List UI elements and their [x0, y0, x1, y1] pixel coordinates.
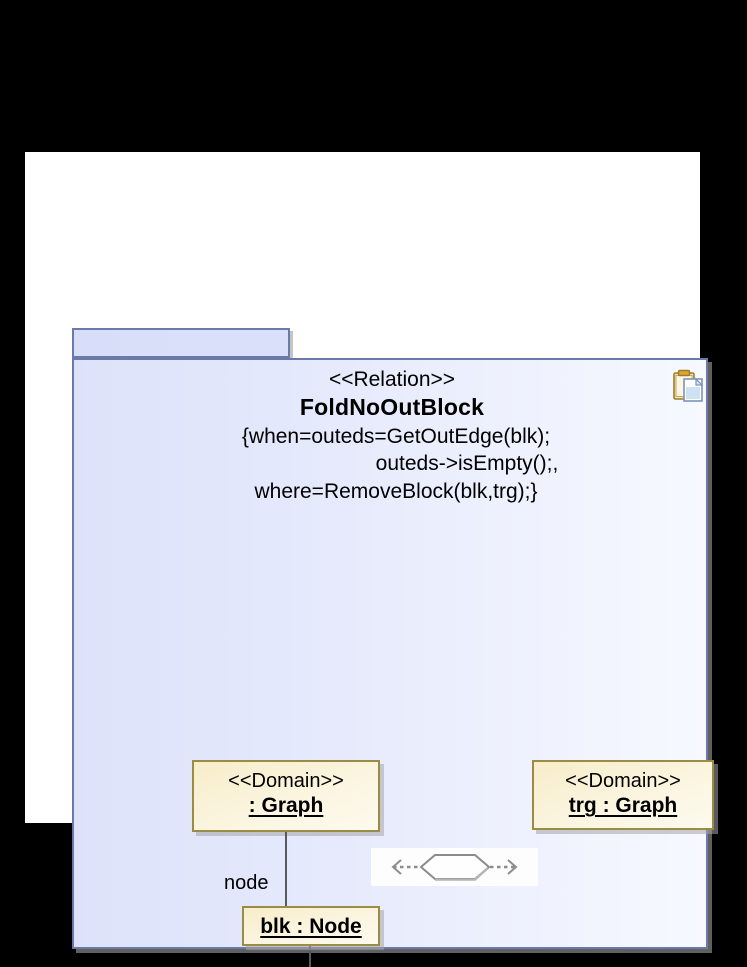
edge-label-node: node [224, 872, 269, 894]
package-tab[interactable] [72, 328, 290, 358]
object-box-src-graph[interactable]: <<Domain>> : Graph [192, 760, 380, 832]
src-graph-name: : Graph [248, 794, 324, 818]
trg-graph-stereotype: <<Domain>> [565, 770, 681, 792]
trg-graph-name: trg : Graph [568, 794, 678, 818]
relation-constraint-line-1: {when=outeds=GetOutEdge(blk); [241, 425, 551, 449]
page-sheet: <<Relation>> FoldNoOutBlock {when=outeds… [25, 152, 714, 967]
src-graph-stereotype: <<Domain>> [228, 770, 344, 792]
relation-name: FoldNoOutBlock [299, 394, 485, 421]
object-box-blk-node[interactable]: blk : Node [242, 906, 380, 946]
object-box-trg-graph[interactable]: <<Domain>> trg : Graph [532, 760, 714, 830]
relation-stereotype: <<Relation>> [328, 368, 456, 391]
connector-blk-to-type [309, 946, 311, 967]
relation-header: <<Relation>> FoldNoOutBlock {when=outeds… [74, 366, 710, 505]
connector-graph-to-blk [285, 832, 287, 906]
blk-node-name: blk : Node [260, 915, 362, 938]
clipboard-document-icon[interactable] [672, 369, 706, 405]
relation-constraint-line-2: outeds->isEmpty();, [375, 452, 559, 476]
relation-hexagon-symbol[interactable] [371, 848, 538, 886]
relation-constraint-line-3: where=RemoveBlock(blk,trg);} [254, 479, 538, 503]
package-body[interactable]: <<Relation>> FoldNoOutBlock {when=outeds… [72, 358, 714, 967]
